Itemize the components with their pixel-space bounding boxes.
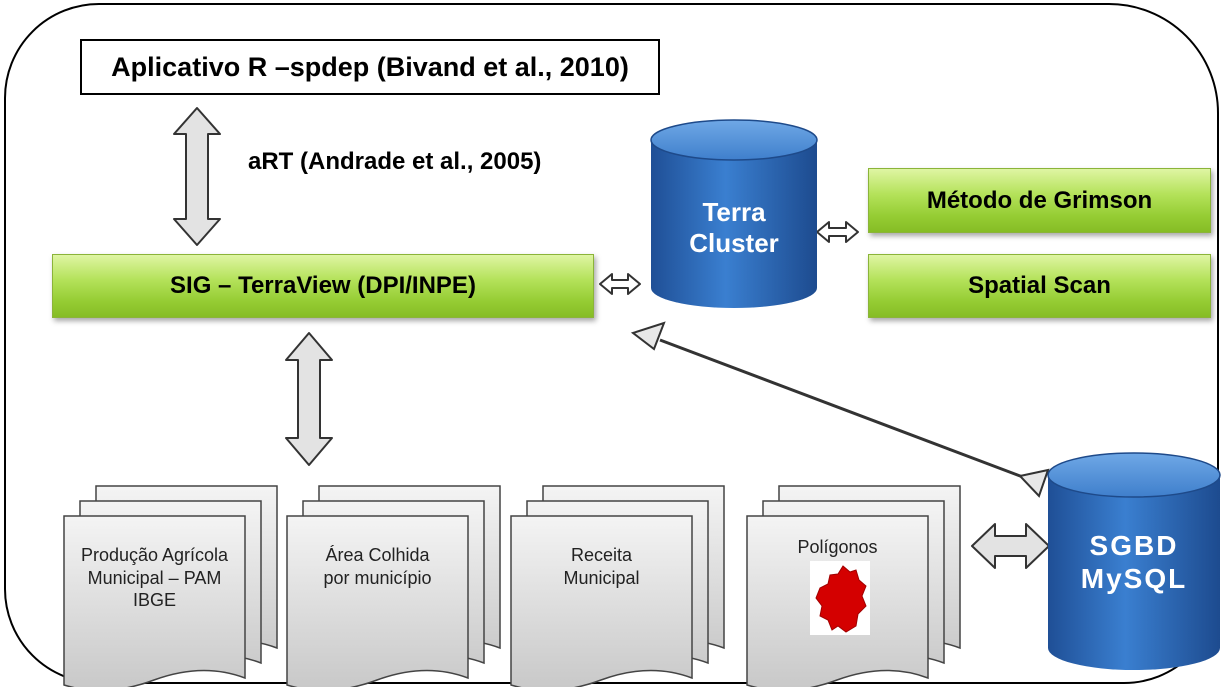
- double-arrow-icon: [599, 273, 641, 295]
- arrowhead-icon: [1018, 468, 1050, 498]
- art-label: aRT (Andrade et al., 2005): [248, 148, 542, 175]
- sgbd-label: SGBD MySQL: [1048, 507, 1220, 617]
- doc-line: por município: [323, 567, 432, 588]
- app-box: Aplicativo R –spdep (Bivand et al., 2010…: [80, 39, 660, 95]
- doc-line: Municipal – PAM: [87, 567, 222, 588]
- doc-line: Municipal: [563, 567, 640, 588]
- doc-line: Polígonos: [797, 537, 878, 557]
- sig-terraview-box: SIG – TerraView (DPI/INPE): [52, 254, 594, 318]
- terra-cluster-label: Terra Cluster: [650, 183, 818, 273]
- sgbd-line1: SGBD: [1089, 529, 1179, 561]
- terra-cluster-line2: Cluster: [689, 228, 779, 258]
- double-arrow-icon: [971, 523, 1050, 569]
- document-label-area: Área Colhida por município: [287, 544, 468, 589]
- doc-line: IBGE: [132, 590, 176, 610]
- double-arrow-icon: [816, 221, 859, 243]
- document-stack: [63, 485, 278, 687]
- terra-cluster-cylinder: [650, 119, 818, 308]
- sgbd-line2: MySQL: [1080, 563, 1188, 594]
- terra-cluster-line1: Terra: [702, 197, 766, 228]
- spatial-scan-box: Spatial Scan: [868, 254, 1211, 318]
- document-label-pam: Produção Agrícola Municipal – PAM IBGE: [64, 544, 245, 612]
- document-label-receita: Receita Municipal: [511, 544, 692, 589]
- doc-line: Área Colhida: [325, 545, 430, 565]
- document-stack: [286, 485, 501, 687]
- map-thumbnail-icon: [810, 561, 870, 635]
- doc-line: Produção Agrícola: [80, 545, 229, 565]
- grimson-method-box: Método de Grimson: [868, 168, 1211, 233]
- sgbd-cylinder: [1047, 452, 1221, 670]
- doc-line: Receita: [570, 545, 632, 565]
- document-label-poligonos: Polígonos: [747, 536, 928, 559]
- document-stack: [510, 485, 725, 687]
- arrowhead-icon: [630, 321, 666, 351]
- double-arrow-icon: [285, 332, 333, 466]
- double-arrow-icon: [173, 107, 221, 246]
